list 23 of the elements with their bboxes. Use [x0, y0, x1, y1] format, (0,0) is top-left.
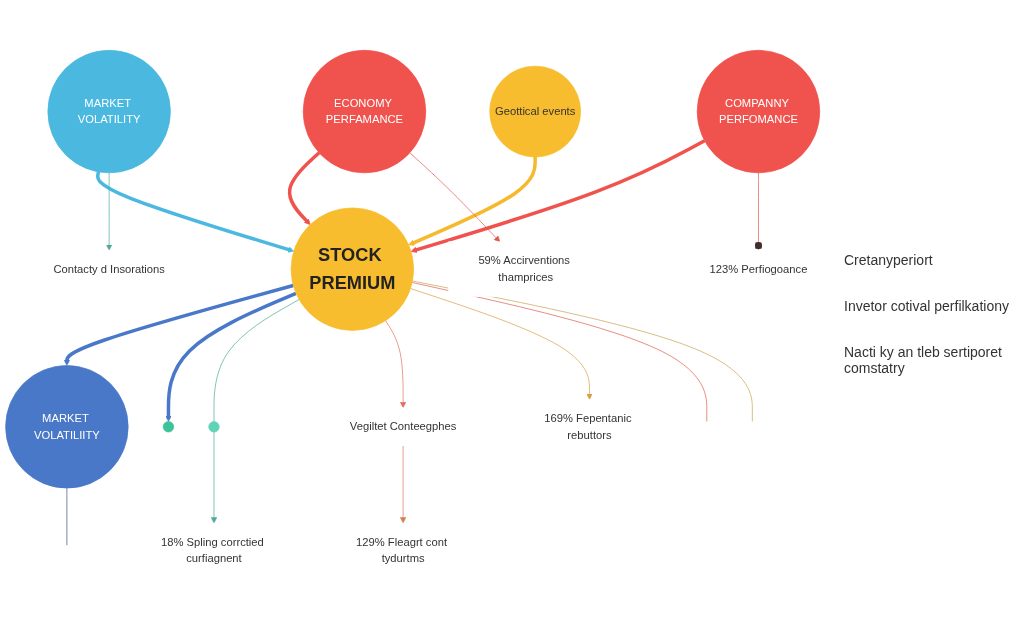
node-circle: MARKET VOLATILIITY: [5, 365, 129, 489]
arrow: [408, 157, 537, 246]
node-text: 169% Fepentanic rebuttors: [544, 412, 632, 441]
connector: [66, 487, 68, 546]
node-text: Contacty d Insorations: [53, 262, 165, 275]
node-circle: [162, 421, 175, 433]
node-circle: MARKET VOLATILITY: [47, 49, 171, 174]
connector: [213, 299, 300, 422]
node-circle: STOCK PREMIUM: [290, 207, 414, 331]
node-circle: Geottical events: [489, 65, 581, 158]
arrow: [287, 151, 321, 225]
arrow: [63, 283, 294, 366]
node-text: Vegiltet Conteegphes: [349, 420, 457, 433]
node-circle: [208, 421, 220, 433]
note-text: Cretanyperiort: [844, 252, 934, 268]
arrow: [165, 291, 297, 422]
node-text: 18% Spling corrctied curfiagnent: [161, 535, 264, 565]
node-text: 129% Fleagrt cont tydurtms: [356, 535, 448, 565]
node-circle: COMPANNY PERFOMANCE: [696, 49, 821, 174]
note-text: Nacti ky an tleb sertiporet comstatry: [844, 344, 1003, 376]
node-circle: ECONOMY PERFAMANCE: [302, 49, 427, 174]
node-text: 123% Perfiogoance: [709, 262, 808, 275]
note-text: Invetor cotival perfilkationy: [844, 298, 1010, 314]
